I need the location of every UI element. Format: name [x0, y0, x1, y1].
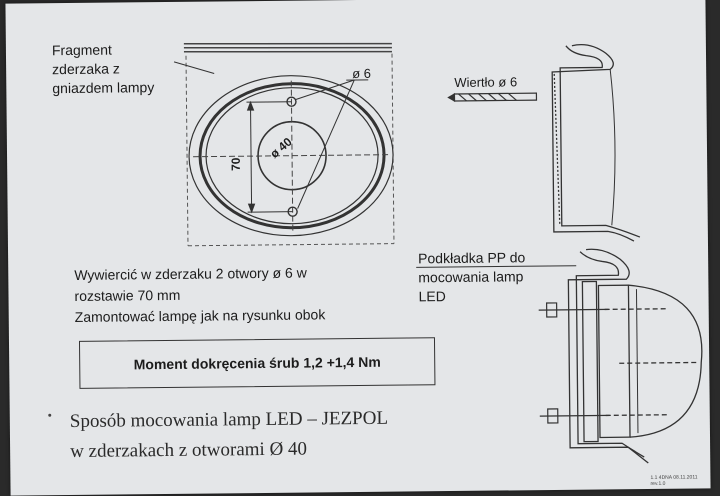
- fragment-label: Fragment zderzaka z gniazdem lampy: [52, 40, 193, 98]
- title-line: w zderzakach z otworami Ø 40: [70, 438, 308, 463]
- pad-label-line: mocowania lamp: [418, 268, 524, 286]
- pad-label-line: Podkładka PP do: [418, 249, 526, 267]
- fragment-label-line: gniazdem lampy: [52, 79, 155, 97]
- torque-spec: Moment dokręcenia śrub 1,2 +1,4 Nm: [133, 353, 381, 373]
- technical-drawing: [48, 42, 703, 464]
- hole-leaders: [295, 79, 369, 209]
- pad-leader: [416, 265, 577, 268]
- pad-label-line: LED: [418, 288, 446, 305]
- dimension-70: [246, 100, 293, 214]
- drill-label: Wiertło ø 6: [454, 74, 518, 90]
- instruction-line: Zamontować lampę jak na rysunku obok: [74, 306, 326, 325]
- fragment-label-line: zderzaka z: [52, 60, 120, 78]
- fragment-leader: [173, 61, 215, 74]
- document-title: Sposób mocowania lamp LED – JEZPOL w zde…: [70, 404, 389, 467]
- drill-bit: [447, 92, 538, 103]
- pad-label: Podkładka PP do mocowania lamp LED: [418, 248, 569, 307]
- bumper-edge-lines: [183, 42, 392, 53]
- ink-dot: [48, 413, 52, 417]
- lamp-assembly-section: [567, 248, 703, 464]
- bumper-section-top: [551, 44, 641, 242]
- fragment-label-line: Fragment: [51, 41, 112, 59]
- instruction-sheet: Fragment zderzaka z gniazdem lampy ø 6 7…: [5, 0, 711, 496]
- center-lines: [193, 80, 390, 233]
- instructions-text: Wywiercić w zderzaku 2 otwory ø 6 w rozs…: [74, 262, 375, 328]
- hole-diameter-label: ø 6: [352, 65, 372, 82]
- spacing-dimension-label: 70: [228, 157, 243, 172]
- footnote: 1.1 4DNA 08.11.2011 rev.1.0: [650, 474, 698, 487]
- title-line: Sposób mocowania lamp LED – JEZPOL: [69, 407, 389, 433]
- torque-box: Moment dokręcenia śrub 1,2 +1,4 Nm: [78, 337, 436, 389]
- mounting-screws: [538, 302, 610, 424]
